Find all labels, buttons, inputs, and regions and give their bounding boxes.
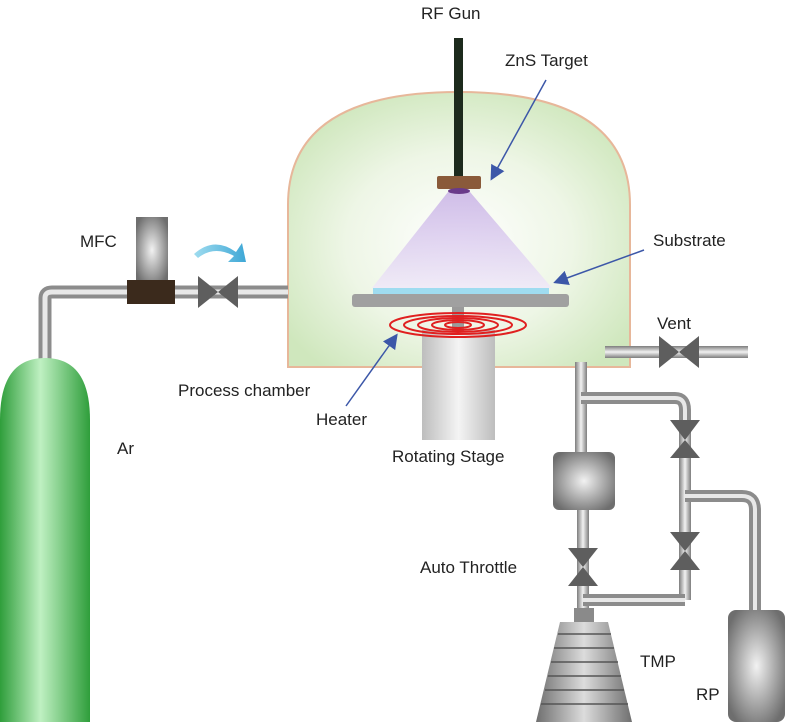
plasma-plume — [372, 192, 552, 288]
stage-plate — [352, 294, 569, 307]
gate-valve-box — [553, 452, 615, 510]
label-substrate: Substrate — [653, 231, 726, 250]
auto-throttle-valve — [568, 548, 598, 586]
label-ar: Ar — [117, 439, 134, 458]
label-vent: Vent — [657, 314, 691, 333]
bypass-pipe — [581, 392, 691, 430]
heater-pointer-arrow — [345, 333, 398, 407]
rp-pump — [728, 610, 785, 722]
chamber-exhaust-pipe — [575, 362, 587, 456]
substrate — [373, 288, 549, 294]
tmp-pump — [536, 608, 632, 722]
target-pointer-arrow — [490, 79, 547, 181]
label-heater: Heater — [316, 410, 367, 429]
rf-gun-rod — [454, 38, 463, 178]
label-mfc: MFC — [80, 232, 117, 251]
mfc-body — [136, 217, 168, 283]
rotating-stage-column — [422, 330, 495, 440]
rp-line — [685, 490, 761, 612]
substrate-pointer-arrow — [553, 249, 645, 285]
mfc-block — [127, 280, 175, 304]
label-rotating-stage: Rotating Stage — [392, 447, 504, 466]
label-rf-gun: RF Gun — [421, 4, 481, 23]
label-tmp: TMP — [640, 652, 676, 671]
gas-valve — [198, 276, 238, 308]
flow-arrow — [194, 243, 246, 262]
roughing-valve-lower — [670, 532, 700, 570]
zns-target — [448, 188, 470, 194]
label-zns-target: ZnS Target — [505, 51, 588, 70]
ar-cylinder — [0, 358, 90, 722]
roughing-valve-upper — [670, 420, 700, 458]
label-auto-throttle: Auto Throttle — [420, 558, 517, 577]
vent-valve — [659, 336, 699, 368]
label-process-chamber: Process chamber — [178, 381, 311, 400]
heater-coils — [389, 312, 527, 338]
target-holder — [437, 176, 481, 189]
label-rp: RP — [696, 685, 720, 704]
